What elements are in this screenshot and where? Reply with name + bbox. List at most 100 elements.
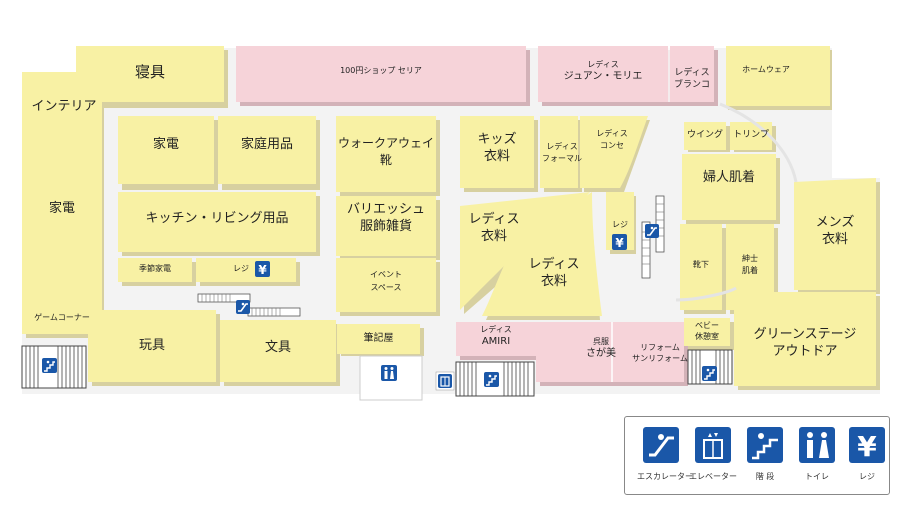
- shop-homewear: [726, 46, 830, 106]
- label-variety-1: バリエッシュ: [346, 202, 425, 217]
- shop-blanco: [670, 46, 714, 102]
- label-conce-2: コンセ: [600, 141, 624, 150]
- shop-kimono-reform: [536, 322, 684, 382]
- label-walkaway-2: 靴: [379, 153, 392, 167]
- register-icon: ¥: [612, 234, 627, 250]
- shop-household: [218, 116, 316, 184]
- shop-walkaway: [336, 116, 436, 192]
- label-variety-2: 服飾雑貨: [359, 219, 412, 234]
- shop-mens-wear: [794, 178, 876, 290]
- svg-text:¥: ¥: [258, 263, 267, 277]
- escalator-icon: [645, 224, 659, 238]
- label-100yen: 100円ショップ セリア: [340, 66, 422, 75]
- label-event-1: イベント: [370, 270, 402, 279]
- escalator-icon: [236, 300, 250, 314]
- label-ladies-wear-1b: 衣料: [480, 229, 507, 244]
- toilet-icon: [799, 427, 835, 463]
- label-kitchen-living: キッチン・リビング用品: [145, 211, 289, 226]
- register-icon: ¥: [255, 261, 270, 277]
- label-homewear: ホームウェア: [742, 65, 790, 74]
- stairs-icon: [702, 366, 717, 381]
- legend-register: ¥ レジ: [843, 427, 891, 482]
- shop-fudekiya: [337, 324, 420, 354]
- label-blanco-2: ブランコ: [673, 80, 710, 90]
- shop-baby-room: [684, 318, 730, 346]
- label-appliances: 家電: [152, 137, 179, 152]
- shop-register-area: [196, 258, 296, 282]
- label-register-1: レジ: [233, 264, 249, 273]
- shop-ladies-formal: [540, 116, 578, 188]
- label-fudekiya: 筆記屋: [363, 333, 394, 344]
- label-walkaway-1: ウォークアウェイ: [337, 136, 434, 150]
- shop-interior-appliances: [22, 72, 102, 334]
- stairs-icon: [42, 358, 57, 373]
- legend-escalator: エスカレーター: [637, 427, 693, 482]
- shop-kitchen: [118, 192, 316, 252]
- label-baby-1: ベビー: [695, 321, 719, 330]
- label-seasonal: 季節家電: [139, 264, 171, 273]
- label-ladies-wear-2b: 衣料: [540, 274, 567, 289]
- label-morie-1: レディス: [587, 60, 619, 69]
- label-men-underwear-2: 肌着: [742, 266, 758, 275]
- register-icon: ¥: [849, 427, 885, 463]
- shop-triumph: [730, 122, 772, 150]
- label-socks: 靴下: [693, 260, 709, 269]
- shop-women-underwear: [682, 154, 776, 220]
- label-triumph: トリンプ: [733, 130, 769, 140]
- label-ladies-wear-1a: レディス: [468, 212, 520, 227]
- elevator-icon: [695, 427, 731, 463]
- stairs-icon: [747, 427, 783, 463]
- shop-wing: [684, 122, 726, 150]
- label-interior: インテリア: [31, 99, 97, 114]
- legend-stairs: 階 段: [741, 427, 789, 482]
- svg-text:¥: ¥: [615, 236, 624, 250]
- shop-morie: [538, 46, 668, 102]
- legend: エスカレーター エレベーター 階 段 トイレ ¥ レジ: [624, 416, 890, 495]
- pink-shop-blocks: [236, 46, 714, 382]
- label-reform-2: サンリフォーム: [632, 354, 688, 363]
- stairs-icon: [484, 372, 499, 387]
- stairs-left: [21, 345, 87, 389]
- label-appliances-left: 家電: [48, 201, 75, 216]
- toilet-icon: [381, 365, 397, 381]
- label-mens-wear-2: 衣料: [821, 232, 848, 247]
- shop-ladies-conce: [580, 116, 648, 188]
- label-green-stage-2: アウトドア: [772, 344, 838, 359]
- label-amiri-1: レディス: [480, 325, 512, 334]
- shop-variety: [336, 196, 436, 256]
- legend-elevator: エレベーター: [689, 427, 737, 482]
- label-men-underwear-1: 紳士: [742, 254, 758, 263]
- shop-amiri: [456, 322, 536, 356]
- label-wing: ウイング: [686, 130, 723, 140]
- label-stationery: 文具: [264, 340, 291, 355]
- escalator-icon: [643, 427, 679, 463]
- label-bedding: 寝具: [134, 63, 165, 81]
- label-morie-2: ジュアン・モリエ: [563, 71, 643, 82]
- label-toys: 玩具: [138, 338, 165, 353]
- legend-escalator-label: エスカレーター: [637, 472, 693, 481]
- label-kids-1: キッズ: [477, 132, 517, 147]
- label-kimono-1: 呉服: [593, 337, 609, 346]
- label-game-corner: ゲームコーナー: [34, 313, 90, 322]
- label-kids-2: 衣料: [483, 149, 510, 164]
- shop-seasonal: [118, 258, 192, 282]
- shop-100yen: [236, 46, 526, 102]
- label-amiri-2: AMIRI: [481, 336, 511, 347]
- shop-event: [336, 258, 436, 312]
- label-blanco-1: レディス: [674, 68, 710, 78]
- label-ladies-wear-2a: レディス: [528, 257, 580, 272]
- legend-stairs-label: 階 段: [755, 472, 775, 481]
- legend-toilet: トイレ: [793, 427, 841, 482]
- legend-elevator-label: エレベーター: [689, 472, 737, 481]
- label-reform-1: リフォーム: [640, 343, 680, 352]
- label-kimono-2: さが美: [586, 348, 616, 359]
- label-household-goods: 家庭用品: [240, 137, 293, 152]
- shop-toys: [88, 310, 216, 382]
- label-green-stage-1: グリーンステージ: [753, 327, 857, 342]
- label-formal-2: フォーマル: [542, 154, 582, 163]
- label-formal-1: レディス: [546, 142, 578, 151]
- label-conce-1: レディス: [596, 129, 628, 138]
- shop-blocks: [22, 46, 876, 386]
- shop-stationery: [220, 320, 336, 382]
